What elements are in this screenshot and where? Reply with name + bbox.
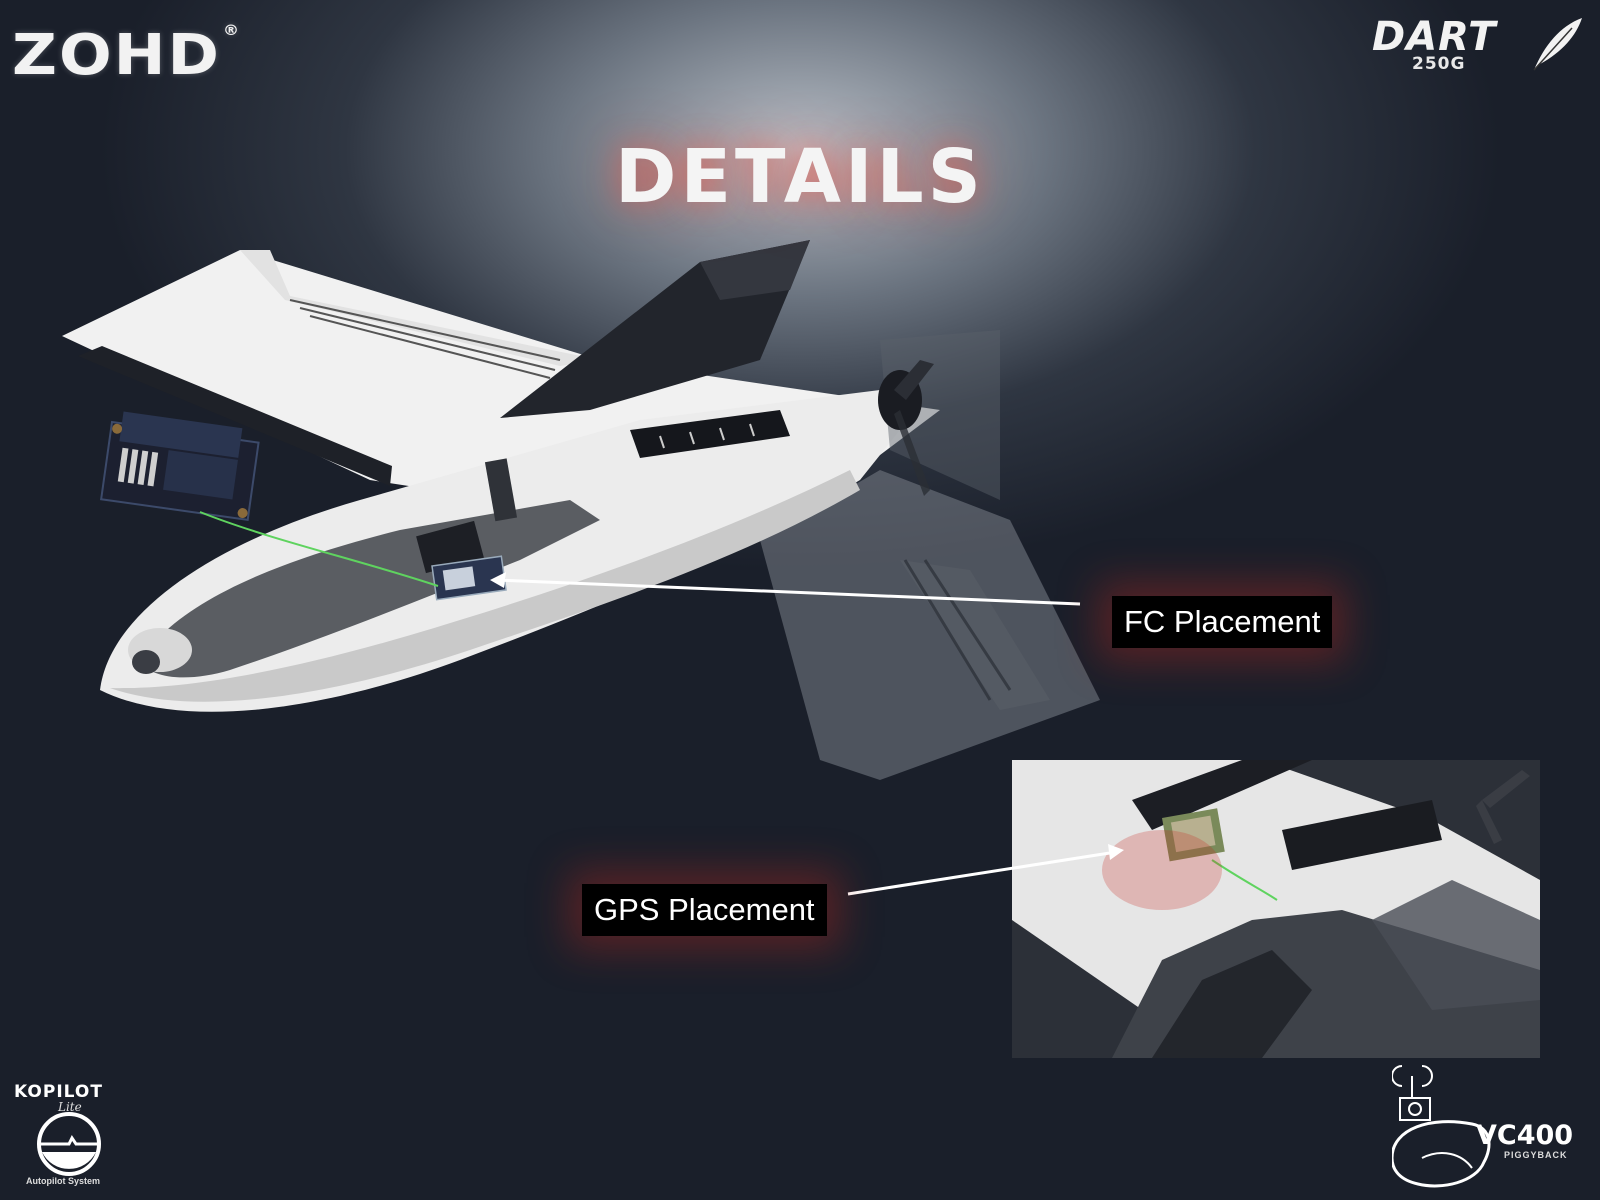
- gps-placement-label: GPS Placement: [582, 884, 827, 936]
- flight-controller-board: [100, 411, 260, 521]
- fuselage-cutaway: [140, 500, 600, 678]
- fc-in-fuselage: [431, 555, 507, 601]
- feather-icon: [1533, 18, 1582, 71]
- page-title: DETAILS: [615, 134, 985, 220]
- dart-logo: DART 250G: [1372, 14, 1588, 74]
- kopilot-title: KOPILOT: [14, 1082, 103, 1102]
- fc-arrow-line: [495, 578, 1081, 606]
- vc400-sub: PIGGYBACK: [1504, 1150, 1568, 1160]
- vc400-badge: VC400 PIGGYBACK: [1392, 1058, 1592, 1194]
- registered-mark: ®: [223, 21, 242, 39]
- rear-propeller: [1476, 770, 1530, 844]
- dart-logo-sub: 250G: [1412, 54, 1466, 74]
- propeller: [878, 360, 934, 496]
- fc-placement-label: FC Placement: [1112, 596, 1333, 648]
- gps-detail-inset: [1012, 760, 1540, 1058]
- rear-wing: [760, 470, 1100, 780]
- fc-arrow-head: [490, 572, 506, 588]
- zohd-logo-text: ZOHD: [12, 21, 222, 88]
- kopilot-sub: Lite: [58, 1100, 82, 1114]
- zohd-logo: ZOHD®: [12, 22, 241, 88]
- piggy-camera-icon: [1392, 1065, 1491, 1188]
- gps-module: [1162, 808, 1225, 862]
- kopilot-gauge-icon: [37, 1112, 101, 1176]
- fc-wire: [199, 511, 439, 587]
- vc400-title: VC400: [1476, 1120, 1574, 1151]
- dart-logo-text: DART: [1372, 14, 1497, 60]
- kopilot-badge: KOPILOT Lite Autopilot System: [12, 1082, 122, 1190]
- kopilot-caption: Autopilot System: [26, 1176, 101, 1186]
